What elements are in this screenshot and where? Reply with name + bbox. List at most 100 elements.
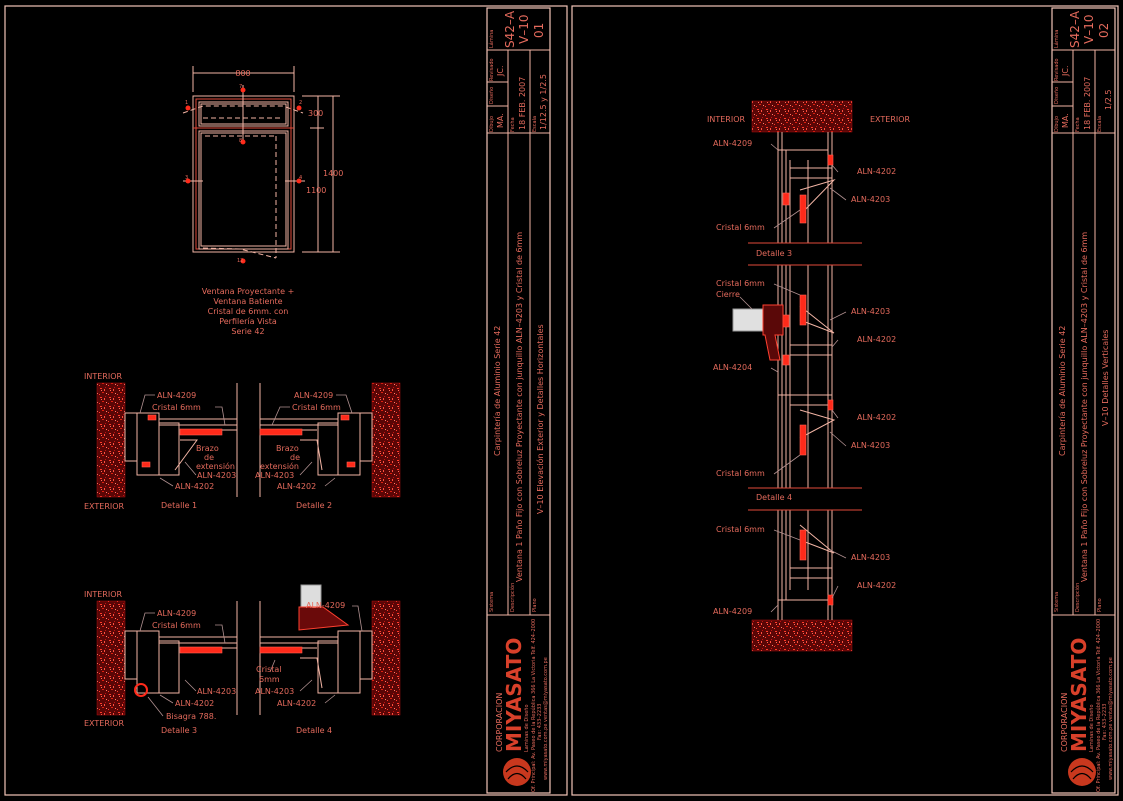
label: ALN-4209 — [294, 391, 333, 400]
logo-tagline: Laminas de Diseño — [1089, 704, 1095, 752]
dim-transom: 300 — [308, 109, 323, 118]
marker: 3 — [185, 175, 188, 181]
label: ALN-4203 — [255, 687, 294, 696]
sheet-border — [571, 5, 1119, 796]
logo-corporacion: CORPORACION — [495, 693, 504, 752]
title-block: Lámina S42–A V–10 02 Revisado JC. Diseño… — [1051, 7, 1116, 794]
escala-label: Escala — [1097, 116, 1103, 132]
descripcion-value: Ventana 1 Paño Fijo con Sobreluz Proyect… — [515, 232, 524, 582]
diseno-label: Diseño — [1054, 87, 1060, 104]
label: ALN-4203 — [851, 307, 890, 316]
hinge-icon — [134, 683, 148, 697]
label: Brazo — [276, 444, 299, 453]
logo-name: MIYASATO — [1067, 638, 1091, 752]
marker: 2 — [299, 100, 302, 106]
label: ALN-4202 — [277, 699, 316, 708]
label: Cristal 6mm — [152, 403, 201, 412]
dim-width: 800 — [235, 69, 250, 78]
label: ALN-4202 — [277, 482, 316, 491]
label: ALN-4209 — [713, 607, 752, 616]
label: ALN-4209 — [157, 609, 196, 618]
label: extensión — [196, 461, 235, 471]
label-exterior: EXTERIOR — [84, 502, 125, 511]
marker: 12 — [237, 258, 243, 264]
sheet-code: S42–A — [503, 10, 517, 48]
descripcion-label: Descripción — [509, 583, 516, 612]
fecha-value: 18 FEB. 2007 — [1083, 77, 1092, 130]
logo-fax: Fax: 433–2233 — [1102, 704, 1108, 740]
label-interior: INTERIOR — [84, 372, 123, 381]
marker: 8 — [239, 138, 242, 144]
details-3-4: INTERIOR EXTERIOR ALN-4209 Cristal 6mm A… — [84, 584, 401, 735]
company-logo: CORPORACION MIYASATO Laminas de Diseño O… — [495, 619, 549, 792]
label-interior: INTERIOR — [84, 590, 123, 599]
window-elevation: 800 300 1400 1100 7 1 2 8 3 4 12 Ventana… — [182, 66, 343, 336]
sheet-view: V–10 — [1082, 15, 1096, 44]
label: de — [290, 453, 300, 462]
label: de — [204, 453, 214, 462]
caption-line: Cristal de 6mm. con — [208, 307, 289, 316]
title-block: Lámina S42–A V–10 01 Revisado JC. Diseño… — [486, 7, 551, 794]
label-exterior: EXTERIOR — [870, 115, 911, 124]
label: ALN-4203 — [197, 471, 236, 480]
label: Cristal 6mm — [152, 621, 201, 630]
descripcion-label: Descripción — [1074, 583, 1081, 612]
caption-line: Perfilería Vista — [219, 317, 277, 326]
logo-name: MIYASATO — [502, 638, 526, 752]
lamina-label: Lámina — [488, 30, 495, 48]
escala-label: Escala — [532, 116, 538, 132]
fecha-label: Fecha — [1075, 117, 1081, 132]
dibujo-label: Dibujo — [1054, 116, 1060, 132]
logo-address: Of. Principal: Av. Paseo de la República… — [530, 619, 537, 792]
logo-address: Of. Principal: Av. Paseo de la República… — [1095, 619, 1102, 792]
label: 6mm — [259, 675, 280, 684]
revisado-label: Revisado — [1054, 58, 1060, 81]
detail-title: Detalle 4 — [296, 726, 332, 735]
detail-1-profile — [124, 412, 237, 476]
logo-emblem-icon — [1068, 758, 1096, 786]
lamina-label: Lámina — [1053, 30, 1060, 48]
detail-title: Detalle 3 — [756, 249, 792, 258]
label-interior: INTERIOR — [707, 115, 746, 124]
sheet-1: 800 300 1400 1100 7 1 2 8 3 4 12 Ventana… — [4, 5, 568, 796]
label: ALN-4204 — [713, 363, 752, 372]
fecha-value: 18 FEB. 2007 — [518, 77, 527, 130]
logo-web: www.miyasato.com.pe ventas@miyasato.com.… — [1108, 657, 1114, 780]
diseno-label: Diseño — [489, 87, 495, 104]
label: ALN-4203 — [851, 553, 890, 562]
handle-icon — [732, 308, 764, 332]
logo-corporacion: CORPORACION — [1060, 693, 1069, 752]
plano-value: V–10 Detalles Verticales — [1101, 330, 1110, 426]
escala-value: 1/2.5 — [1104, 89, 1113, 110]
marker: 4 — [299, 175, 302, 181]
logo-tagline: Laminas de Diseño — [524, 704, 530, 752]
label: ALN-4202 — [175, 699, 214, 708]
sistema-value: Carpintería de Aluminio Serie 42 — [1058, 326, 1067, 456]
detail-title: Detalle 4 — [756, 493, 792, 502]
label: Cristal — [256, 665, 282, 674]
descripcion-value: Ventana 1 Paño Fijo con Sobreluz Proyect… — [1080, 232, 1089, 582]
company-logo: CORPORACION MIYASATO Laminas de Diseño O… — [1060, 619, 1114, 792]
label: ALN-4203 — [851, 441, 890, 450]
dim-lower: 1100 — [306, 186, 326, 195]
sistema-label: Sistema — [489, 592, 495, 612]
dibujo-value: MA. — [1061, 113, 1070, 128]
elevation-caption: Ventana Proyectante + Ventana Batiente C… — [202, 287, 295, 336]
label: Cristal 6mm — [716, 223, 765, 232]
dibujo-label: Dibujo — [489, 116, 495, 132]
revisado-value: JC. — [1061, 66, 1070, 78]
dibujo-value: MA. — [496, 113, 505, 128]
plano-label: Plano — [1097, 598, 1103, 612]
revisado-label: Revisado — [489, 58, 495, 81]
details-1-2: INTERIOR EXTERIOR ALN-4209 Cristal 6mm B… — [84, 372, 401, 511]
sheet-view: V–10 — [517, 15, 531, 44]
fecha-label: Fecha — [510, 117, 516, 132]
label: Bisagra 788. — [166, 712, 216, 721]
logo-emblem-icon — [503, 758, 531, 786]
caption-line: Serie 42 — [231, 327, 264, 336]
marker: 7 — [239, 84, 242, 90]
escala-value: 1/12.5 y 1/2.5 — [539, 74, 548, 130]
label: ALN-4209 — [157, 391, 196, 400]
detail-title: Detalle 1 — [161, 501, 197, 510]
